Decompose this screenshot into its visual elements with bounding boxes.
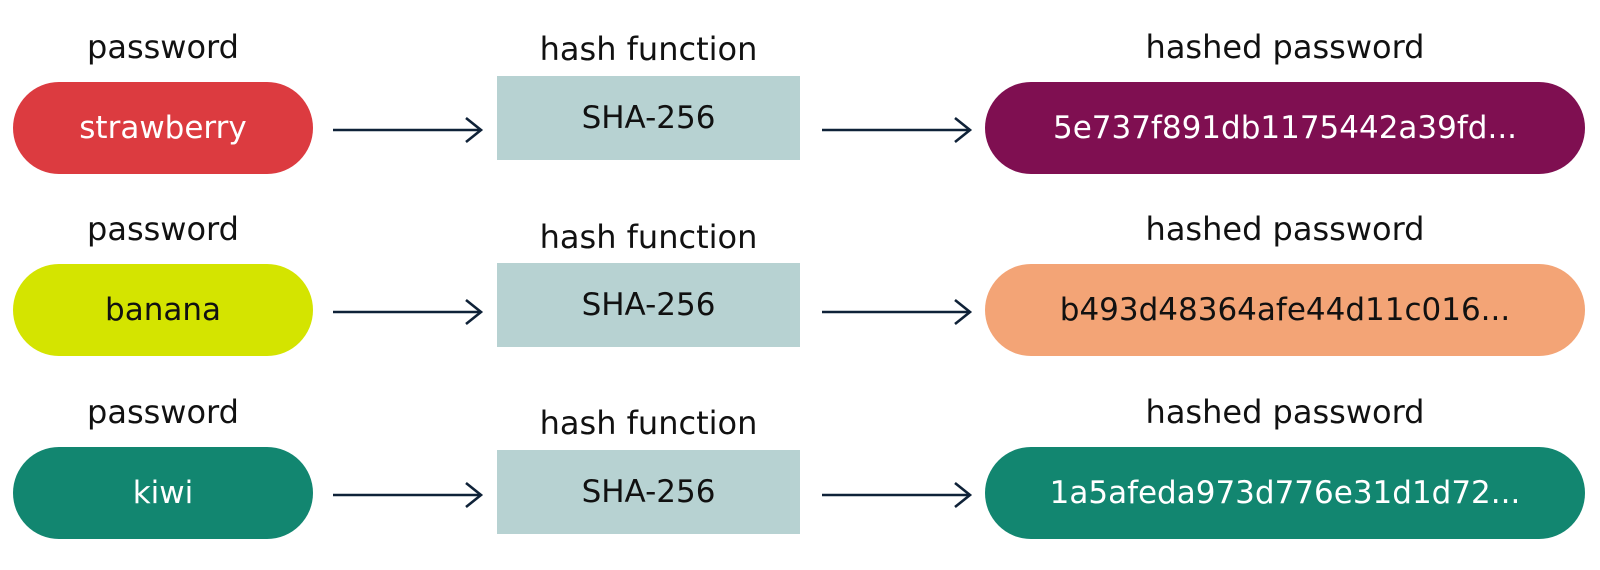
- hashed-password-label: hashed password: [1145, 210, 1425, 248]
- hash-function-label: hash function: [539, 30, 758, 68]
- arrow-right-icon: [822, 297, 974, 327]
- hash-function-box: SHA-256: [497, 450, 800, 534]
- hashed-password-pill: 1a5afeda973d776e31d1d72...: [985, 447, 1585, 539]
- hashed-password-pill: 5e737f891db1175442a39fd...: [985, 82, 1585, 174]
- password-pill: kiwi: [13, 447, 313, 539]
- hash-function-box: SHA-256: [497, 76, 800, 160]
- hash-function-label: hash function: [539, 404, 758, 442]
- arrow-right-icon: [333, 297, 485, 327]
- password-label: password: [87, 28, 239, 66]
- arrow-right-icon: [822, 480, 974, 510]
- arrow-right-icon: [333, 480, 485, 510]
- password-label: password: [87, 210, 239, 248]
- hash-function-box: SHA-256: [497, 263, 800, 347]
- hashed-password-pill: b493d48364afe44d11c016...: [985, 264, 1585, 356]
- hash-function-label: hash function: [539, 218, 758, 256]
- arrow-right-icon: [822, 115, 974, 145]
- password-pill: banana: [13, 264, 313, 356]
- password-label: password: [87, 393, 239, 431]
- password-pill: strawberry: [13, 82, 313, 174]
- arrow-right-icon: [333, 115, 485, 145]
- hashed-password-label: hashed password: [1145, 393, 1425, 431]
- hashed-password-label: hashed password: [1145, 28, 1425, 66]
